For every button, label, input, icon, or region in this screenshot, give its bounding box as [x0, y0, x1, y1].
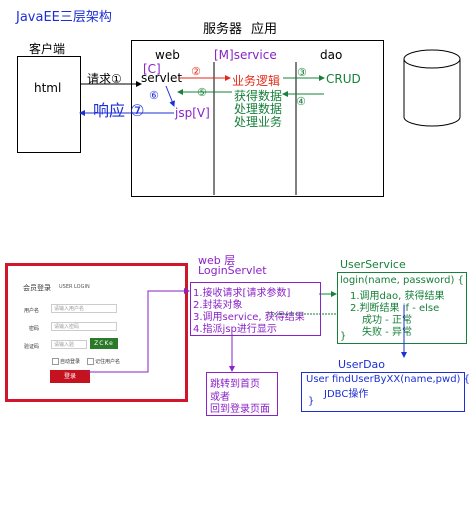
service-line-3: 2.判断结果 if - else — [350, 303, 440, 314]
process-business-label: 处理业务 — [234, 115, 283, 129]
auto-login-label: 自动登录 — [60, 359, 81, 365]
architecture-lines — [79, 49, 461, 195]
web-step-1: 1.接收请求[请求参数] — [193, 288, 291, 299]
dao-line-1: User findUserByXX(name,pwd) { — [306, 374, 470, 385]
service-line-2: 1.调用dao, 获得结果 — [350, 291, 445, 302]
password-field[interactable]: 请输入密码 — [51, 322, 117, 331]
client-box — [17, 56, 81, 153]
password-label: 密码 — [29, 326, 40, 332]
app-label: 应用 — [251, 22, 278, 37]
diagram-title: JavaEE三层架构 — [16, 10, 112, 25]
web-layer-title: web 层 — [198, 254, 236, 267]
captcha-label: 验证码 — [24, 344, 40, 350]
service-line-1: login(name, password) { — [340, 275, 464, 286]
login-button[interactable]: 登录 — [50, 370, 90, 383]
step-2: ② — [191, 65, 201, 78]
business-logic-label: 业务逻辑 — [232, 74, 281, 88]
crud-label: CRUD — [326, 72, 361, 86]
service-line-5: 失败 - 异常 — [362, 327, 412, 338]
redirect-line-1: 跳转到首页 — [210, 379, 260, 390]
web-label: web — [155, 48, 180, 62]
server-box — [131, 40, 384, 197]
controller-marker: [C] — [143, 62, 161, 76]
captcha-image[interactable]: ZCKe — [90, 338, 118, 349]
redirect-line-2: 或者 — [210, 392, 230, 403]
step-3: ③ — [297, 66, 307, 79]
dao-line-2: JDBC操作 — [324, 389, 369, 400]
request-label: 请求① — [87, 72, 122, 86]
flow-connectors — [87, 288, 407, 373]
dao-label: dao — [320, 48, 343, 62]
redirect-box: 跳转到首页 或者 回到登录页面 — [206, 372, 278, 416]
username-field[interactable]: 请输入用户名 — [51, 304, 117, 313]
web-layer-box: 1.接收请求[请求参数] 2.封装对象 3.调用service, 获得结果 4.… — [190, 282, 321, 336]
login-form-mockup: 会员登录 USER LOGIN 用户名 请输入用户名 密码 请输入密码 验证码 … — [5, 263, 188, 402]
captcha-field[interactable]: 请输入验 — [51, 340, 87, 349]
dao-layer-box: User findUserByXX(name,pwd) { JDBC操作 } — [301, 372, 470, 412]
redirect-line-3: 回到登录页面 — [210, 404, 270, 415]
jsp-label: jsp[V] — [175, 106, 210, 120]
servlet-label: servlet — [141, 71, 183, 85]
service-layer-box: login(name, password) { 1.调用dao, 获得结果 2.… — [337, 272, 467, 344]
username-label: 用户名 — [24, 308, 40, 314]
service-layer-title: UserService — [340, 258, 406, 271]
remember-checkbox[interactable] — [87, 358, 94, 365]
dao-line-3: } — [308, 396, 315, 407]
service-line-4: 成功 - 正常 — [362, 315, 412, 326]
service-line-6: } — [340, 331, 347, 342]
client-label: 客户端 — [29, 42, 66, 56]
login-title-en: USER LOGIN — [59, 284, 90, 290]
process-data-label: 处理数据 — [234, 102, 283, 116]
dao-layer-title: UserDao — [338, 358, 386, 371]
get-data-label: 获得数据 — [234, 89, 283, 103]
service-label: [M]service — [214, 48, 277, 62]
response-label: 响应 ⑦ — [93, 101, 145, 120]
remember-label: 记住用户名 — [95, 359, 121, 365]
web-step-3: 3.调用service, 获得结果 — [193, 312, 305, 323]
web-step-2: 2.封装对象 — [193, 300, 243, 311]
html-label: html — [34, 81, 62, 95]
web-layer-servlet-name: LoginServlet — [198, 264, 267, 277]
server-label: 服务器 — [203, 22, 243, 37]
step-4: ④ — [296, 95, 306, 108]
web-step-4: 4.指派jsp进行显示 — [193, 324, 277, 335]
login-title: 会员登录 — [23, 284, 51, 292]
step-6: ⑥ — [149, 89, 159, 102]
auto-login-checkbox[interactable] — [52, 358, 59, 365]
